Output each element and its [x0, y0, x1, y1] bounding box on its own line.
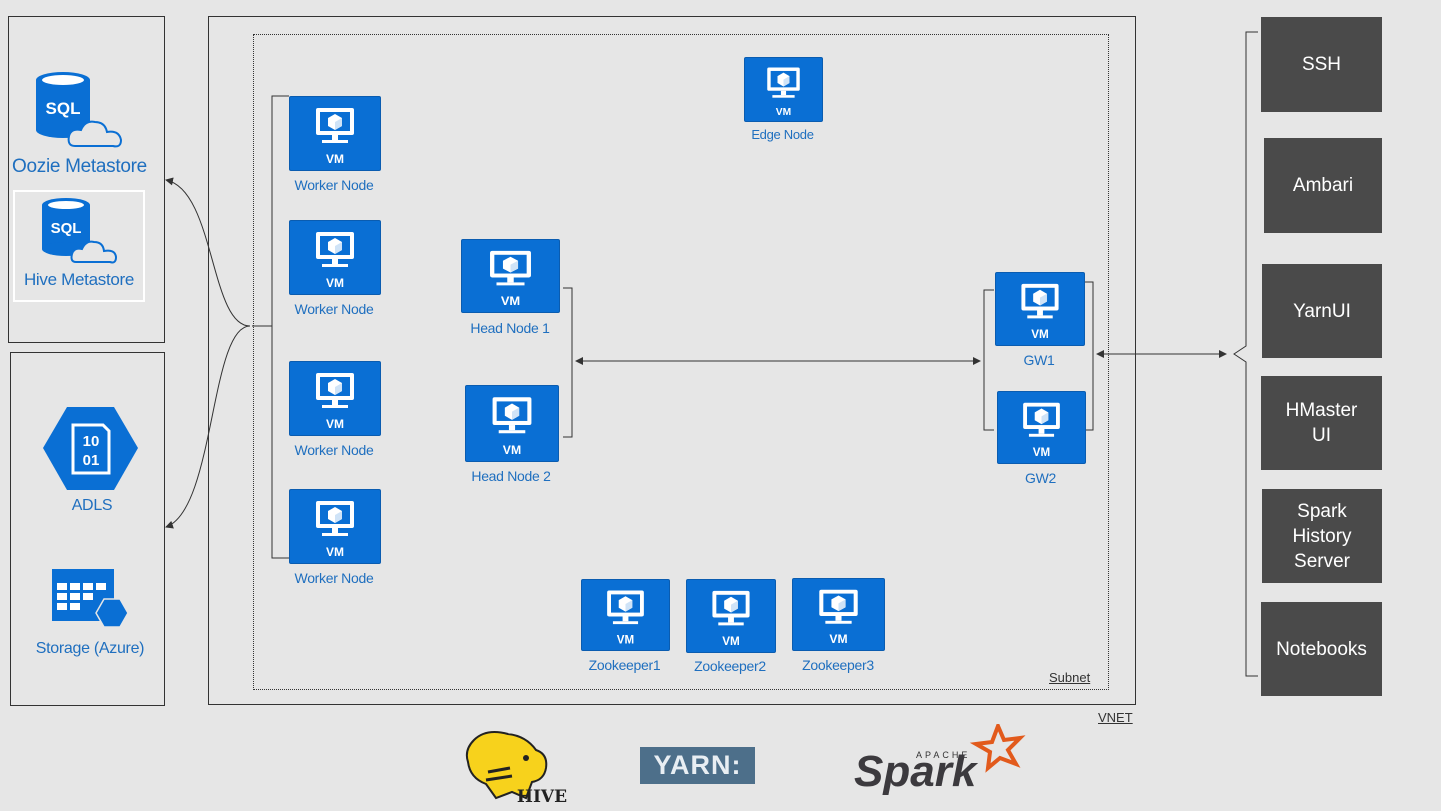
worker-bracket [252, 95, 289, 559]
hive-metastore-box [13, 190, 145, 302]
service-ssh: SSH [1261, 17, 1382, 112]
svg-text:VM: VM [1031, 328, 1049, 341]
svg-text:VM: VM [1033, 446, 1050, 459]
spark-apache-text: APACHE [916, 750, 970, 760]
edge-node-label: Edge Node [751, 127, 814, 142]
worker-node-2-vm-icon: VM [289, 220, 381, 295]
yarn-logo-text: YARN: [653, 750, 742, 780]
zookeeper-3-label: Zookeeper3 [802, 657, 874, 673]
svg-text:VM: VM [776, 107, 791, 118]
gw-right-bracket [1084, 281, 1094, 431]
svg-text:VM: VM [829, 632, 847, 646]
service-spark-history-server: Spark History Server [1262, 489, 1382, 583]
service-hmaster-ui: HMaster UI [1261, 376, 1382, 470]
service-yarnui: YarnUI [1262, 264, 1382, 358]
svg-text:VM: VM [326, 276, 344, 290]
svg-text:VM: VM [326, 152, 344, 166]
gateway-node-1-vm-icon: VM [995, 272, 1085, 346]
service-notebooks: Notebooks [1261, 602, 1382, 696]
head-node-1-label: Head Node 1 [470, 320, 550, 336]
head-node-2-label: Head Node 2 [471, 468, 551, 484]
gateway-node-1-label: GW1 [1023, 352, 1055, 368]
worker-node-1-vm-icon: VM [289, 96, 381, 171]
worker-node-3-vm-icon: VM [289, 361, 381, 436]
spark-logo: APACHE Spark [852, 720, 1032, 796]
vnet-label: VNET [1098, 710, 1133, 725]
zookeeper-2-vm-icon: VM [686, 579, 776, 653]
worker-node-1-label: Worker Node [294, 177, 374, 193]
arrow-to-metastore [165, 177, 251, 327]
head-bracket [563, 287, 573, 438]
adls-label: ADLS [71, 497, 113, 514]
vnet-boundary [208, 16, 1136, 705]
subnet-label: Subnet [1049, 670, 1091, 685]
svg-text:VM: VM [326, 417, 344, 431]
yarn-logo: YARN: [640, 747, 755, 784]
hive-metastore-label: Hive Metastore [23, 270, 135, 289]
zookeeper-3-vm-icon: VM [792, 578, 885, 651]
hive-logo-text: HIVE [517, 787, 567, 806]
svg-text:VM: VM [326, 545, 344, 559]
worker-node-4-label: Worker Node [294, 570, 374, 586]
svg-text:VM: VM [501, 295, 520, 308]
zookeeper-2-label: Zookeeper2 [694, 658, 766, 674]
hive-sql-icon: SQL [40, 196, 120, 266]
azure-storage-icon [52, 569, 130, 635]
worker-node-4-vm-icon: VM [289, 489, 381, 564]
worker-node-3-label: Worker Node [294, 442, 374, 458]
services-brace [1233, 31, 1258, 677]
oozie-sql-text: SQL [46, 99, 81, 118]
oozie-sql-icon: SQL [33, 70, 125, 150]
edge-node-vm-icon: VM [744, 57, 823, 122]
head-node-1-vm-icon: VM [461, 239, 560, 313]
gateway-node-2-vm-icon: VM [997, 391, 1086, 464]
svg-text:VM: VM [617, 634, 634, 646]
zookeeper-1-vm-icon: VM [581, 579, 670, 651]
svg-text:10: 10 [83, 433, 100, 450]
storage-panel [10, 352, 165, 706]
hive-sql-text: SQL [51, 220, 82, 237]
adls-icon: 10 01 [43, 407, 138, 490]
service-ambari: Ambari [1264, 138, 1382, 233]
metastore-panel [8, 16, 165, 343]
spark-logo-text: Spark [854, 747, 979, 796]
gateway-node-2-label: GW2 [1025, 470, 1056, 486]
gw-left-bracket [983, 289, 994, 431]
svg-text:VM: VM [722, 635, 740, 648]
zookeeper-1-label: Zookeeper1 [588, 657, 661, 673]
arrow-to-storage [165, 325, 251, 529]
storage-azure-label: Storage (Azure) [35, 640, 145, 657]
subnet-boundary [253, 34, 1109, 690]
svg-text:01: 01 [83, 452, 100, 469]
oozie-metastore-label: Oozie Metastore [12, 156, 147, 177]
head-node-2-vm-icon: VM [465, 385, 559, 462]
hive-logo: HIVE [456, 728, 568, 807]
worker-node-2-label: Worker Node [294, 301, 374, 317]
svg-text:VM: VM [503, 443, 521, 457]
